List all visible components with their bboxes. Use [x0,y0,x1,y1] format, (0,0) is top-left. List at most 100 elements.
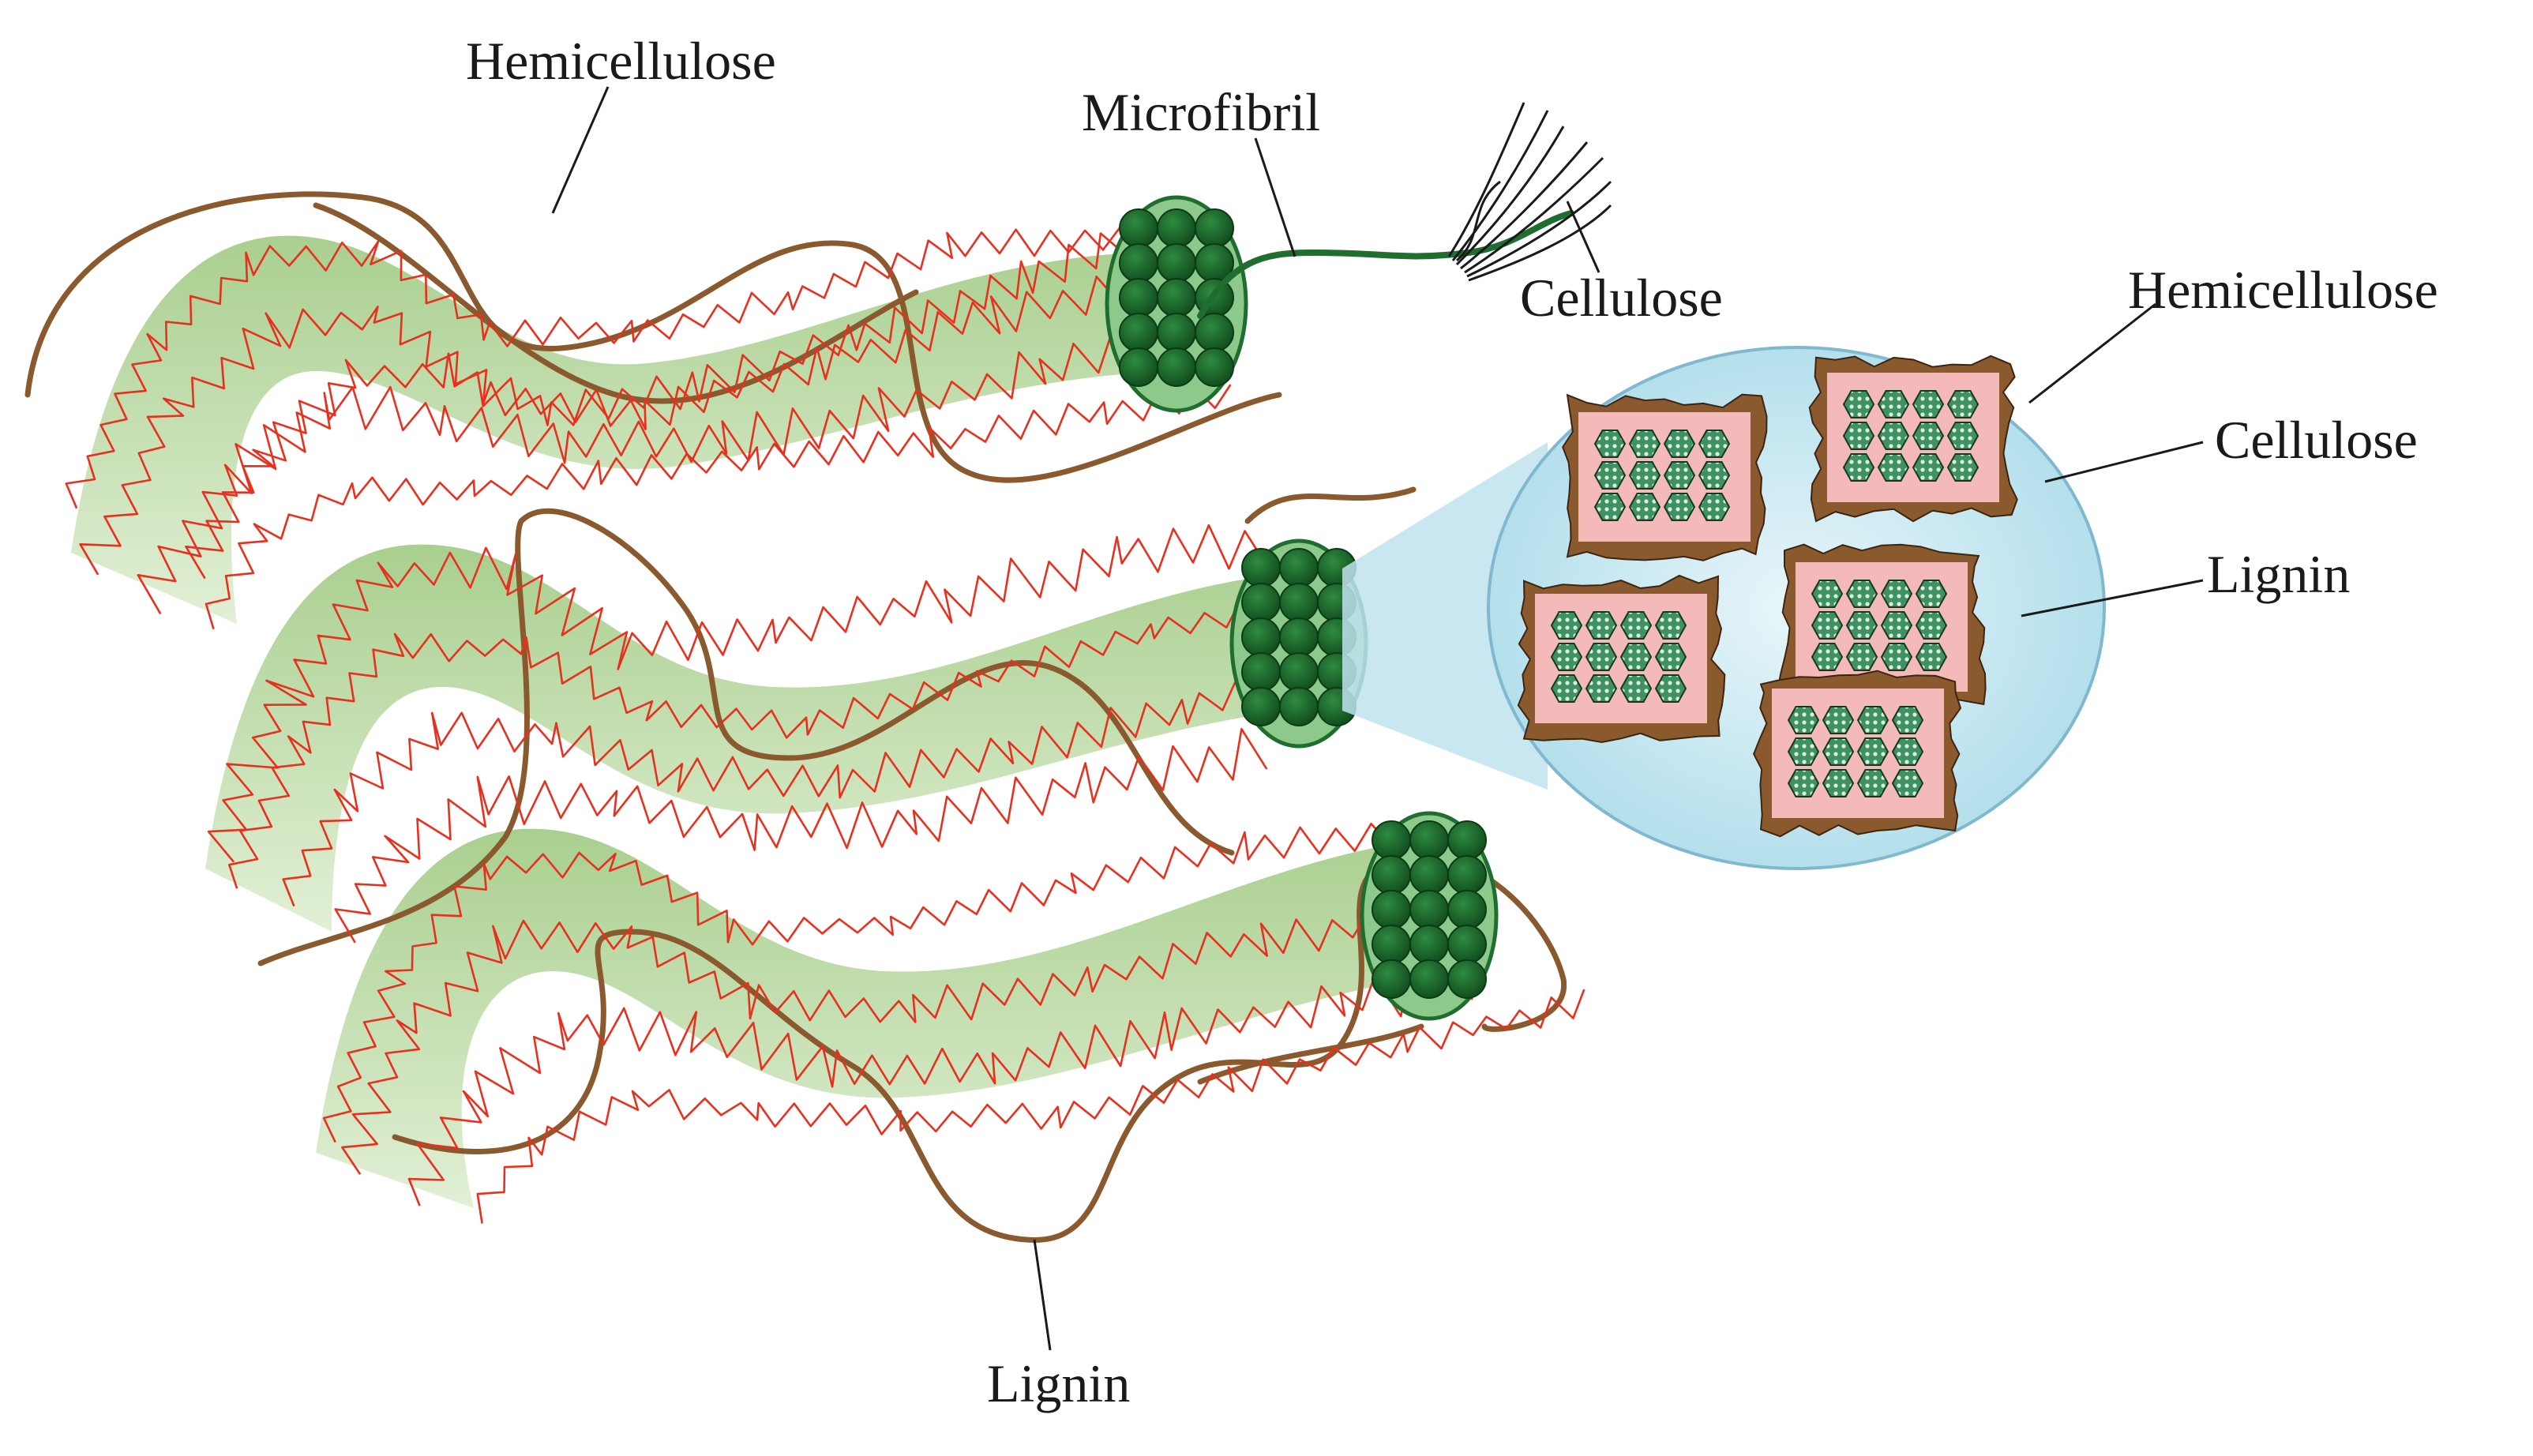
cellulose-cell [1912,422,1945,450]
cellulose-microfibril-ball [1447,890,1487,929]
cellulose-microfibril-ball [1372,959,1411,999]
label-cellulose-strands: Cellulose [1520,268,1723,328]
leader-lignin-inset [2021,579,2204,617]
inset-block [1777,543,1987,712]
lignin-strand [1244,486,1417,524]
cellulose-cell [1856,769,1889,797]
cellulose-cell [1880,580,1913,608]
cellulose-cell [1787,737,1820,766]
cellulose-cell [1593,430,1627,458]
cellulose-microfibril-ball [1195,347,1234,387]
lignin-strand [313,202,919,404]
cellulose-microfibril-ball [1241,617,1281,657]
cellulose-cell [1619,643,1653,671]
hemicellulose-strand [207,523,1266,863]
leader-lignin-bottom [1033,1239,1052,1351]
cellulose-cell [1880,611,1913,640]
cellulose-cell [1845,643,1878,671]
cellulose-cell [1619,674,1653,703]
hemicellulose-strand [341,905,1424,1175]
cellulose-microfibril-ball [1241,583,1281,622]
cellulose-microfibril-ball [1447,959,1487,999]
hemicellulose-strand [137,318,1181,615]
label-lignin-bottom: Lignin [987,1353,1130,1413]
cellulose-cell [1698,461,1731,490]
labels: Hemicellulose Microfibril Cellulose Hemi… [466,31,2438,1413]
cellulose-cell [1856,706,1889,734]
cellulose-cell [1663,461,1696,490]
hemicellulose-strand [185,203,1163,580]
hemicellulose-strand [407,958,1473,1206]
hemicellulose-strand [476,989,1585,1224]
cellulose-cell [1842,422,1875,450]
inset-block [1753,670,1962,838]
cellulose-microfibril-ball [1372,855,1411,895]
cellulose-cell [1654,674,1687,703]
cellulose-cell [1811,580,1844,608]
label-lignin-inset: Lignin [2207,544,2350,604]
leader-microfibril [1254,137,1297,257]
cellulose-cell [1593,493,1627,521]
hemicellulose-strand [205,384,1232,630]
cellulose-microfibril-ball [1409,855,1449,895]
cellulose-microfibril-ball [1195,208,1234,248]
leader-lines [551,86,2204,1351]
cellulose-cell [1698,430,1731,458]
cellulose-cell [1856,737,1889,766]
cellulose-microfibril-ball [1241,652,1281,692]
fibril-tube-middle [205,544,1287,932]
cellulose-cell [1654,611,1687,640]
cellulose-cell [1663,493,1696,521]
cellulose-cell [1822,706,1855,734]
hemicellulose-strand [65,227,1139,509]
cellulose-microfibril-ball [1157,313,1196,352]
cellulose-microfibril-ball [1279,548,1319,587]
cellulose-microfibril-ball [1119,278,1158,317]
cellulose-cell [1912,390,1945,418]
cellulose-microfibril-ball [1447,820,1487,860]
cellulose-microfibril-ball [1372,820,1411,860]
cellulose-cell [1845,611,1878,640]
cellulose-cell [1891,737,1924,766]
hemicellulose-strand [322,823,1391,1143]
inset-block [1517,574,1726,744]
label-microfibril: Microfibril [1082,82,1320,142]
cellulose-microfibril-ball [1409,820,1449,860]
cellulose-cell [1877,390,1910,418]
cellulose-cell [1628,430,1661,458]
cellulose-microfibril-ball [1119,243,1158,283]
cellulose-cell [1842,453,1875,482]
cellulose-microfibril-ball [1409,959,1449,999]
cellulose-strand-brush [1447,102,1612,282]
cellulose-cell [1585,611,1618,640]
fibril-tube-bottom [316,828,1413,1208]
cellulose-microfibril-ball [1447,925,1487,964]
cellulose-microfibril-ball [1279,687,1319,726]
cellulose-cell [1550,674,1583,703]
hemicellulose-strands [65,203,1585,1224]
cellulose-microfibril-ball [1157,278,1196,317]
cellulose-cell [1811,643,1844,671]
cellulose-cell [1822,737,1855,766]
cellulose-cell [1628,493,1661,521]
label-cellulose-inset: Cellulose [2215,410,2418,470]
cellulose-cell [1628,461,1661,490]
inset-block [1562,393,1768,561]
cellulose-cell [1787,706,1820,734]
cellulose-microfibril-ball [1119,313,1158,352]
cellulose-cell [1845,580,1878,608]
lignin-strand [257,508,1235,966]
cellulose-microfibril-ball [1241,687,1281,726]
cellulose-microfibril-ball [1119,347,1158,387]
cellulose-cell [1891,769,1924,797]
cellulose-cell [1946,453,1979,482]
inset-block [1808,355,2018,523]
microfibril-tubes [71,235,1413,1208]
cellulose-cell [1550,611,1583,640]
cellulose-cell [1946,422,1979,450]
cellulose-microfibril-ball [1119,208,1158,248]
cellulose-microfibril-ball [1372,925,1411,964]
cellulose-cell [1663,430,1696,458]
cellulose-microfibril-ball [1409,890,1449,929]
